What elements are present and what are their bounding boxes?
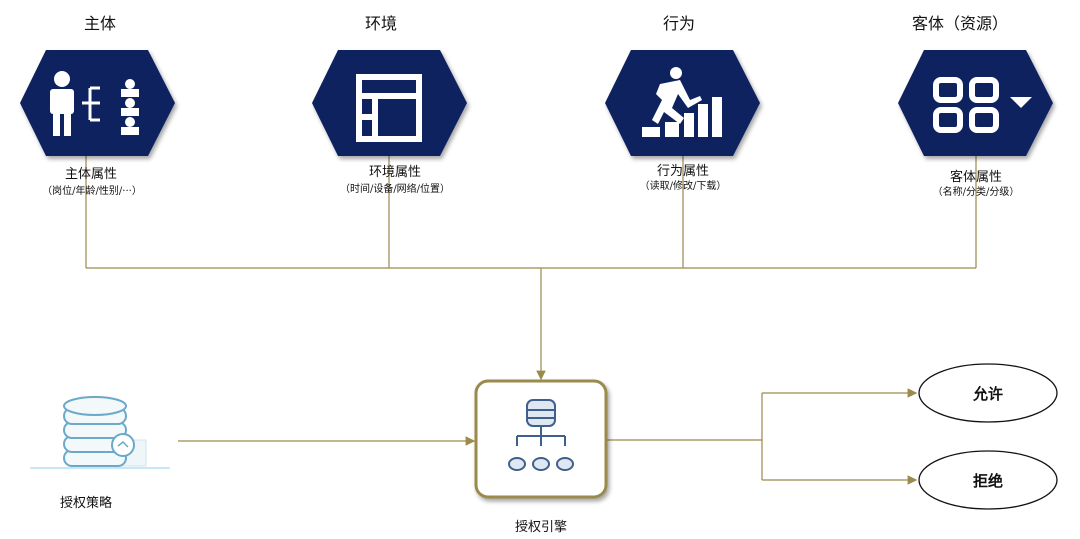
environment-detail: （时间/设备/网络/位置） bbox=[339, 184, 451, 195]
layout-window-icon bbox=[356, 74, 422, 142]
action-attr: 行为属性 bbox=[656, 164, 710, 179]
running-person-stairs-icon bbox=[642, 67, 722, 137]
grid-dropdown-icon bbox=[933, 77, 1032, 133]
database-tree-icon bbox=[508, 399, 574, 471]
object-hexagon bbox=[898, 50, 1053, 156]
connectors bbox=[85, 150, 977, 485]
allow-label: 允许 bbox=[972, 385, 1004, 403]
policy-label: 授权策略 bbox=[59, 496, 113, 511]
subject-attr: 主体属性 bbox=[64, 167, 118, 182]
environment-hexagon bbox=[312, 50, 467, 156]
environment-attr: 环境属性 bbox=[368, 165, 422, 180]
action-detail: （读取/修改/下载） bbox=[639, 181, 727, 192]
engine-label: 授权引擎 bbox=[514, 520, 568, 535]
subject-title: 主体 bbox=[83, 14, 117, 33]
allow-ellipse bbox=[918, 363, 1058, 423]
person-hierarchy-icon bbox=[50, 71, 139, 136]
action-hexagon bbox=[605, 50, 760, 156]
object-title: 客体（资源） bbox=[911, 14, 1009, 33]
database-cloud-icon bbox=[30, 396, 170, 469]
subject-detail: （岗位/年龄/性别/···） bbox=[42, 186, 142, 197]
deny-label: 拒绝 bbox=[972, 472, 1004, 490]
environment-title: 环境 bbox=[364, 14, 398, 33]
action-title: 行为 bbox=[662, 14, 696, 33]
object-detail: （名称/分类/分级） bbox=[932, 187, 1020, 198]
object-attr: 客体属性 bbox=[949, 170, 1003, 185]
deny-ellipse bbox=[918, 450, 1058, 510]
